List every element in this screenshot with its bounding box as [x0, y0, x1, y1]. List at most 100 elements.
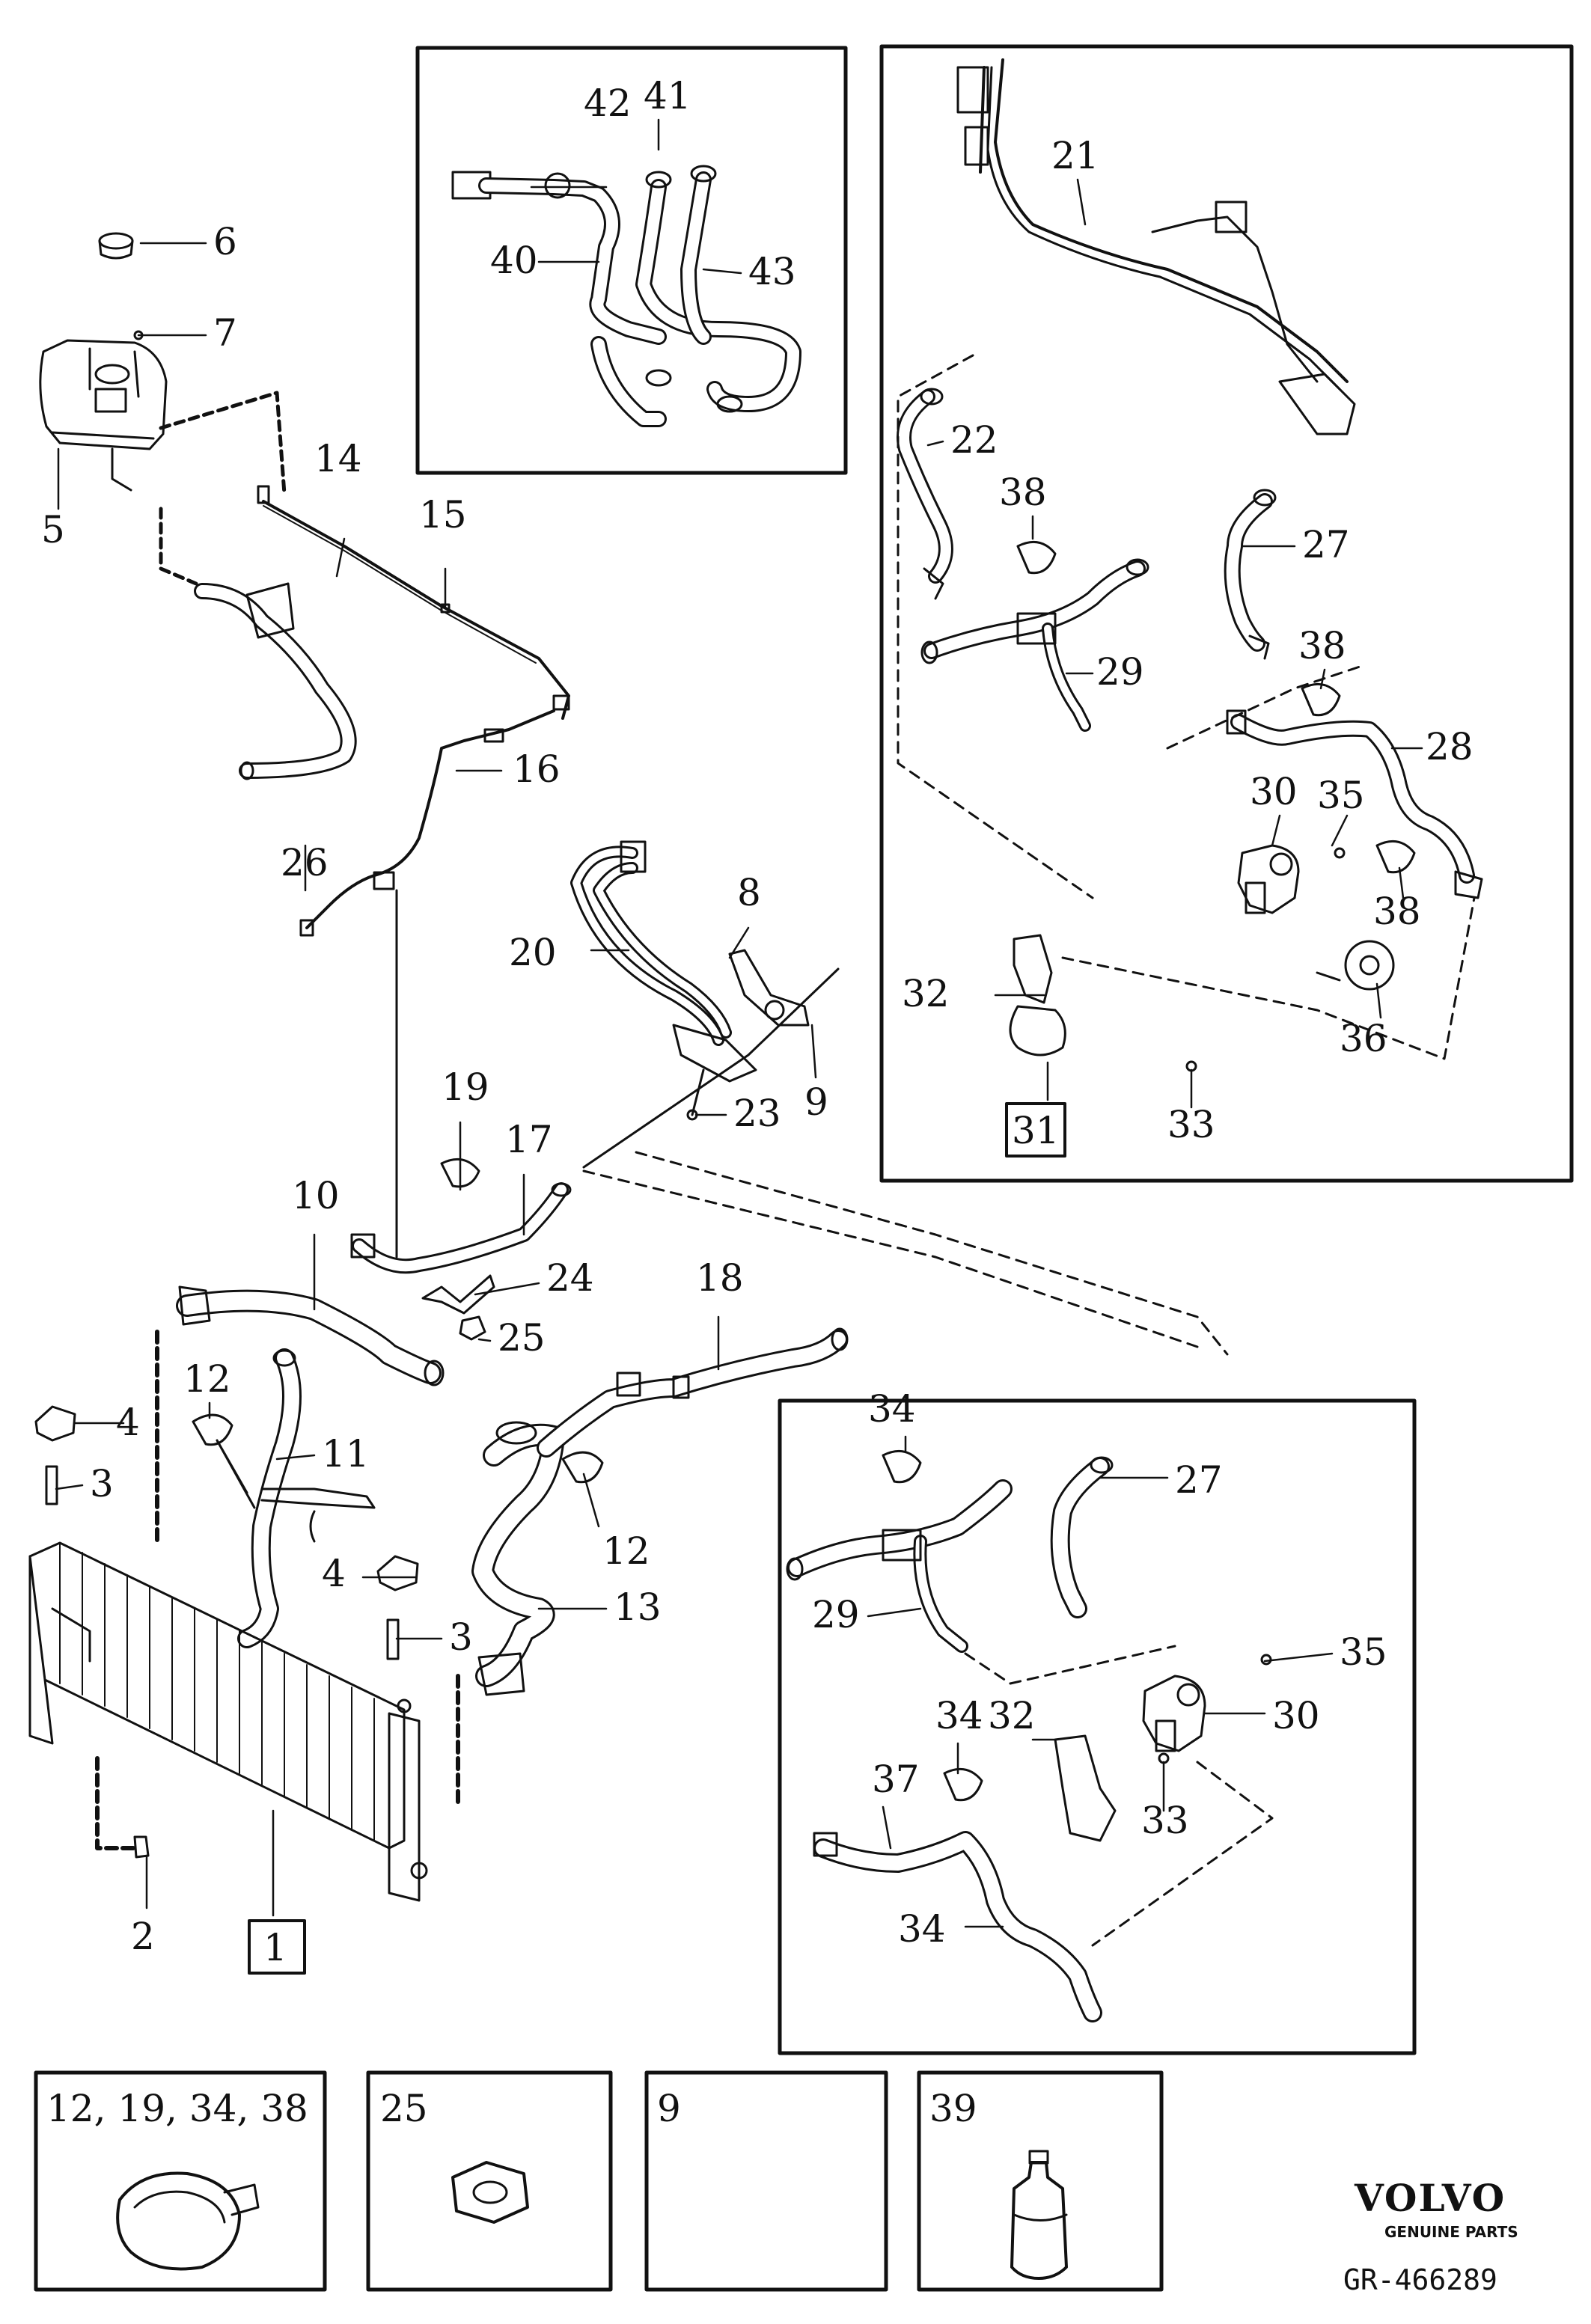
brand-subtitle: GENUINE PARTS — [1384, 2223, 1518, 2241]
dashed-connector — [1091, 1761, 1274, 1947]
dashed-connector — [95, 1756, 141, 1850]
label-19: 19 — [442, 1065, 489, 1109]
label-17: 17 — [505, 1118, 553, 1161]
breather-pipe-14 — [257, 485, 570, 720]
label-38c: 38 — [1373, 890, 1421, 933]
label-37: 37 — [872, 1758, 920, 1801]
label-41: 41 — [644, 74, 691, 117]
hose-clamp-icon — [116, 2171, 260, 2271]
hose-assembly-inset-40-43 — [451, 165, 801, 427]
label-4a: 4 — [116, 1401, 140, 1444]
nut-icon — [451, 2161, 529, 2224]
hose-27-inset — [1224, 489, 1277, 660]
box-clamps-title: 12, 19, 34, 38 — [46, 2087, 308, 2130]
label-22: 22 — [950, 418, 998, 462]
pipe-21 — [956, 58, 1356, 435]
bottom-box-titles: 12, 19, 34, 38 25 9 39 — [46, 2087, 977, 2130]
box-empty — [644, 2070, 888, 2292]
box-empty-title: 9 — [657, 2087, 681, 2130]
label-21: 21 — [1051, 134, 1099, 177]
label-40: 40 — [490, 239, 538, 282]
label-6: 6 — [213, 220, 237, 263]
hose-37 — [813, 1831, 1102, 2022]
hose-27-bottom — [1050, 1456, 1114, 1618]
label-13: 13 — [614, 1585, 662, 1629]
bolt-35-bottom — [1260, 1654, 1272, 1666]
valve-30 — [1237, 844, 1300, 914]
label-29: 29 — [1096, 650, 1144, 694]
label-30b: 30 — [1272, 1694, 1320, 1737]
hose-26 — [194, 582, 357, 780]
inset-labels-top-center: 42 41 40 43 — [490, 74, 796, 293]
label-35b: 35 — [1340, 1630, 1387, 1674]
label-11: 11 — [322, 1432, 370, 1476]
leader-lines — [55, 118, 1423, 1928]
diagram-reference: GR-466289 — [1343, 2263, 1497, 2296]
label-10: 10 — [292, 1174, 340, 1217]
clamp-12 — [561, 1451, 604, 1484]
label-26: 26 — [281, 841, 329, 884]
hose-29-bottom — [786, 1479, 1013, 1653]
inset-labels-top-right: 21 22 38 27 29 38 28 30 35 38 32 36 33 — [902, 134, 1474, 1146]
label-12b: 12 — [602, 1529, 650, 1573]
label-36: 36 — [1340, 1017, 1387, 1060]
inset-frame-top-right — [879, 44, 1574, 1183]
inset-frame-bottom-right — [778, 1398, 1417, 2055]
label-27: 27 — [1302, 523, 1350, 566]
label-16: 16 — [513, 747, 561, 791]
valve-30-bottom — [1142, 1675, 1206, 1752]
label-24: 24 — [546, 1256, 594, 1300]
label-5: 5 — [41, 508, 65, 551]
label-34b: 34 — [935, 1694, 983, 1737]
hose-18 — [537, 1327, 849, 1458]
label-33b: 33 — [1141, 1799, 1189, 1842]
label-31-box — [1005, 1102, 1066, 1158]
label-2: 2 — [131, 1915, 155, 1958]
part-labels: 6 7 5 14 15 16 26 8 20 9 23 19 17 10 24 … — [41, 220, 828, 1958]
dashed-connector — [1166, 664, 1364, 750]
dashed-connector — [897, 354, 1094, 899]
label-35: 35 — [1317, 774, 1365, 817]
label-15: 15 — [419, 493, 467, 536]
label-42: 42 — [584, 82, 632, 125]
hose-36 — [1316, 940, 1395, 991]
label-1: 1 — [263, 1926, 287, 1969]
box-nut — [366, 2070, 613, 2292]
label-7: 7 — [213, 311, 237, 355]
box-clamps — [34, 2070, 327, 2292]
label-29b: 29 — [812, 1593, 860, 1636]
label-4b: 4 — [322, 1552, 346, 1595]
expansion-tank — [39, 339, 168, 492]
dashed-connector — [1061, 896, 1476, 1060]
label-20: 20 — [509, 931, 557, 974]
dashed-connector — [159, 507, 198, 586]
dashed-connector — [582, 1169, 1199, 1348]
radiator — [28, 1541, 428, 1902]
nut-25 — [459, 1315, 486, 1341]
dashed-connector — [582, 967, 840, 1169]
box-coolant — [917, 2070, 1164, 2292]
label-33: 33 — [1167, 1103, 1215, 1146]
label-34c: 34 — [898, 1907, 946, 1951]
box-coolant-title: 39 — [929, 2087, 977, 2130]
dashed-connector — [964, 1645, 1176, 1685]
label-14: 14 — [314, 437, 362, 480]
label-3a: 3 — [90, 1462, 114, 1505]
label-1-box — [248, 1919, 306, 1975]
bracket-32-bottom — [1054, 1734, 1117, 1842]
label-32b: 32 — [988, 1694, 1036, 1737]
label-27b: 27 — [1175, 1458, 1223, 1502]
brand-logo-text: VOLVO — [1354, 2176, 1506, 2220]
box-nut-title: 25 — [380, 2087, 428, 2130]
hose-28 — [1226, 709, 1483, 899]
label-3b: 3 — [449, 1615, 473, 1659]
dashed-connector — [159, 391, 287, 496]
label-9: 9 — [804, 1080, 828, 1124]
bracket-8 — [728, 949, 810, 1027]
wiring-harness-16 — [299, 709, 555, 1259]
drain-plug-2 — [133, 1835, 150, 1859]
coolant-bottle-icon — [1010, 2150, 1068, 2280]
hose-11 — [237, 1348, 376, 1648]
label-38a: 38 — [999, 471, 1047, 514]
